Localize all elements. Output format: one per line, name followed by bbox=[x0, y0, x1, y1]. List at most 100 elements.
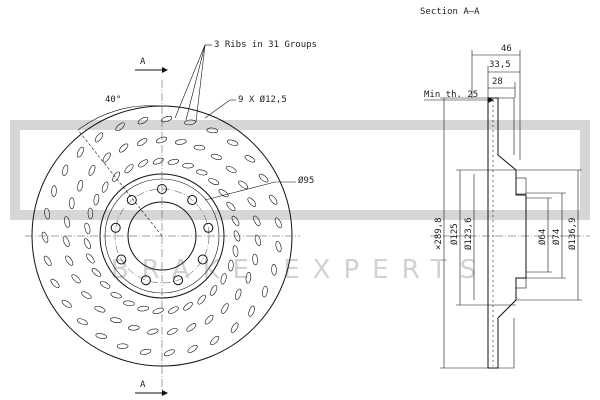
rib bbox=[118, 143, 129, 153]
rib bbox=[102, 152, 111, 163]
dim-136-9: Ø136,9 bbox=[516, 169, 582, 301]
rib bbox=[232, 245, 239, 257]
rib bbox=[262, 285, 268, 298]
svg-text:3 Ribs in 31 Groups: 3 Ribs in 31 Groups bbox=[214, 40, 317, 50]
rib bbox=[231, 215, 240, 227]
bolt-hole-note: 9 X Ø12,5 bbox=[204, 94, 287, 119]
rib bbox=[61, 299, 72, 308]
rib bbox=[230, 322, 239, 333]
rib bbox=[253, 215, 261, 227]
section-mark-bottom: A bbox=[135, 380, 168, 396]
rib bbox=[155, 136, 168, 144]
rib bbox=[275, 240, 282, 253]
dim-74: Ø74 bbox=[526, 192, 566, 279]
rib bbox=[128, 325, 140, 331]
bolt-hole bbox=[116, 254, 127, 265]
rib bbox=[244, 155, 256, 163]
rib bbox=[166, 327, 178, 336]
rib bbox=[152, 157, 164, 165]
vent-ribs bbox=[41, 115, 282, 357]
rib bbox=[210, 285, 218, 296]
svg-text:Ø64: Ø64 bbox=[537, 229, 548, 245]
rib bbox=[62, 164, 69, 176]
rib bbox=[81, 291, 92, 300]
rib bbox=[210, 335, 220, 346]
rib bbox=[167, 159, 180, 165]
svg-text:A: A bbox=[140, 380, 146, 390]
svg-text:Ø95: Ø95 bbox=[298, 175, 314, 186]
section-title: Section A–A bbox=[420, 7, 480, 17]
rib bbox=[147, 328, 159, 335]
rib bbox=[184, 119, 196, 126]
watermark-logo-bar bbox=[10, 120, 590, 220]
pcd-note: Ø95 bbox=[204, 175, 314, 201]
rib bbox=[218, 189, 229, 198]
rib bbox=[152, 307, 164, 315]
rib bbox=[193, 144, 206, 151]
rib bbox=[238, 180, 249, 189]
rib bbox=[50, 278, 60, 288]
svg-text:Ø136,9: Ø136,9 bbox=[567, 217, 578, 250]
svg-text:46: 46 bbox=[501, 44, 512, 54]
watermark-tagline: BRAKE EXPERTS bbox=[111, 255, 489, 285]
ribs-note: 3 Ribs in 31 Groups bbox=[174, 40, 317, 123]
svg-text:33,5: 33,5 bbox=[489, 60, 511, 70]
rib bbox=[88, 164, 96, 176]
rib bbox=[43, 255, 52, 267]
svg-text:×289,8: ×289,8 bbox=[434, 217, 444, 250]
bolt-holes bbox=[110, 184, 214, 286]
bolt-hole bbox=[203, 222, 214, 233]
bolt-hole bbox=[110, 222, 121, 233]
rib bbox=[83, 238, 91, 249]
rib bbox=[163, 349, 175, 357]
rib bbox=[110, 292, 122, 299]
rib bbox=[110, 317, 122, 324]
front-view: A A 3 Ribs in 31 Groups 40° 9 X Ø12,5 bbox=[25, 40, 317, 396]
rib bbox=[69, 197, 75, 209]
rib bbox=[138, 159, 149, 168]
rib bbox=[197, 294, 206, 305]
svg-text:9 X Ø12,5: 9 X Ø12,5 bbox=[238, 94, 287, 105]
svg-text:28: 28 bbox=[492, 77, 503, 87]
rib bbox=[124, 164, 134, 174]
rib bbox=[137, 305, 149, 312]
rib bbox=[235, 288, 242, 300]
rib bbox=[225, 165, 237, 174]
rib bbox=[233, 230, 241, 242]
svg-text:Min th. 25: Min th. 25 bbox=[424, 90, 478, 100]
rib bbox=[252, 253, 258, 266]
rib bbox=[71, 274, 81, 284]
rib bbox=[206, 127, 219, 134]
rib bbox=[204, 314, 214, 325]
rib bbox=[112, 171, 120, 182]
rib bbox=[221, 303, 229, 314]
rib bbox=[228, 259, 234, 272]
rib bbox=[91, 268, 102, 277]
rib bbox=[62, 235, 70, 247]
rib bbox=[139, 348, 152, 355]
rib bbox=[274, 217, 282, 229]
rib bbox=[101, 181, 109, 193]
section-mark-top: A bbox=[135, 57, 168, 73]
rib bbox=[87, 207, 94, 220]
rib bbox=[226, 139, 239, 146]
rib bbox=[186, 323, 197, 332]
svg-text:Ø74: Ø74 bbox=[551, 229, 562, 245]
dim-28: 28 bbox=[488, 77, 516, 98]
rib bbox=[93, 193, 100, 206]
bolt-hole bbox=[197, 254, 208, 265]
rib bbox=[84, 222, 91, 235]
watermark: BRAKE EXPERTS bbox=[10, 120, 590, 285]
rib bbox=[65, 255, 74, 266]
rib bbox=[86, 253, 95, 264]
rib bbox=[175, 139, 187, 145]
rib bbox=[182, 162, 194, 169]
svg-text:Ø123,6: Ø123,6 bbox=[463, 217, 474, 250]
dim-46: 46 bbox=[471, 44, 521, 160]
rib bbox=[94, 305, 106, 313]
rib bbox=[51, 185, 57, 197]
rib bbox=[94, 132, 104, 143]
dim-33-5: 33,5 bbox=[487, 60, 520, 98]
rib bbox=[116, 343, 129, 349]
rib bbox=[115, 122, 125, 132]
